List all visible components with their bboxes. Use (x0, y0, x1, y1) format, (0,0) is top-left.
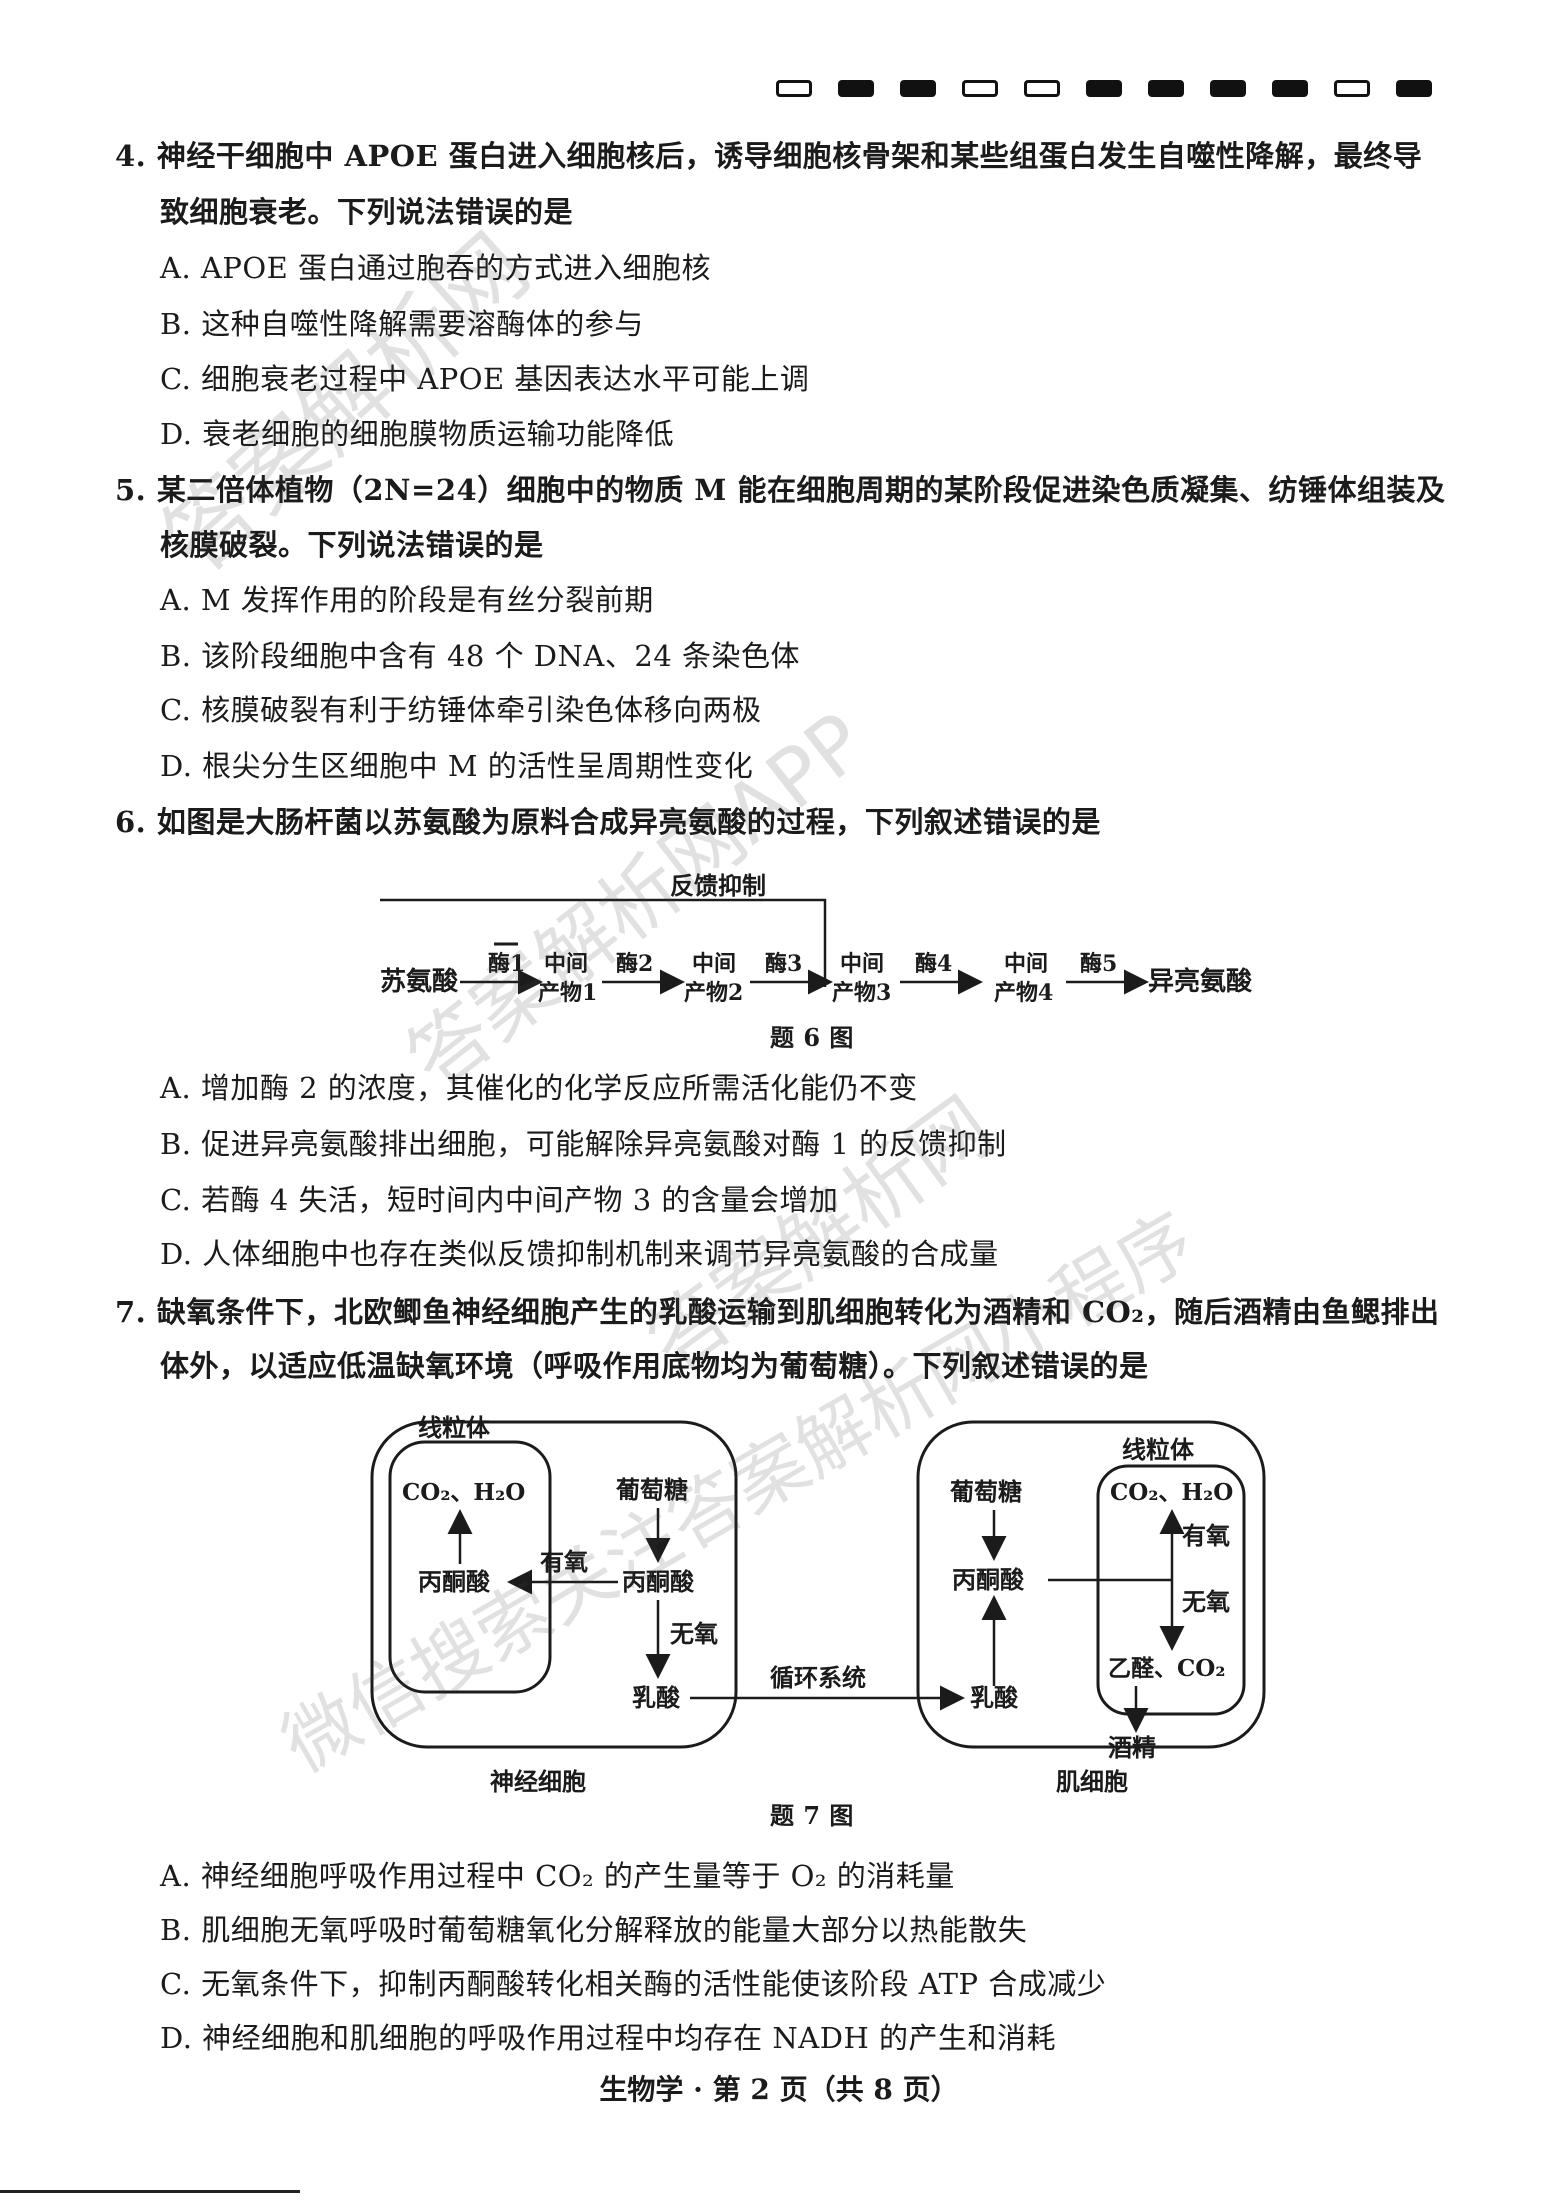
q6-option-c: C. 若酶 4 失活，短时间内中间产物 3 的含量会增加 (160, 1183, 839, 1217)
nerve-mitochondrion (388, 1440, 552, 1694)
q6-option-a: A. 增加酶 2 的浓度，其催化的化学反应所需活化能仍不变 (160, 1071, 918, 1105)
intermediate-3-bottom: 产物3 (832, 980, 891, 1006)
muscle-cell-label: 肌细胞 (1056, 1767, 1128, 1796)
q4-option-d: D. 衰老细胞的细胞膜物质运输功能降低 (160, 417, 675, 451)
muscle-mito-label: 线粒体 (1122, 1435, 1195, 1464)
enzyme-4: 酶4 (915, 951, 952, 977)
q7-option-c: C. 无氧条件下，抑制丙酮酸转化相关酶的活性能使该阶段 ATP 合成减少 (160, 1967, 1107, 2001)
header-mark (776, 80, 812, 97)
figure-6-caption: 题 6 图 (770, 1023, 854, 1052)
nerve-pyruvate-mito: 丙酮酸 (418, 1567, 491, 1596)
nerve-cell-outline (370, 1420, 738, 1749)
header-mark (838, 80, 874, 97)
header-mark (1210, 80, 1246, 97)
q4-option-b: B. 这种自噬性降解需要溶酶体的参与 (160, 307, 644, 341)
q6-option-b: B. 促进异亮氨酸排出细胞，可能解除异亮氨酸对酶 1 的反馈抑制 (160, 1127, 1007, 1161)
nerve-cell-label: 神经细胞 (490, 1767, 586, 1796)
q5-stem-line2: 核膜破裂。下列说法错误的是 (160, 528, 544, 562)
q6-stem: 6. 如图是大肠杆菌以苏氨酸为原料合成异亮氨酸的过程，下列叙述错误的是 (115, 805, 1101, 839)
muscle-products: CO₂、H₂O (1110, 1479, 1233, 1506)
muscle-aerobic-label: 有氧 (1182, 1521, 1230, 1550)
nerve-pyruvate: 丙酮酸 (622, 1567, 695, 1596)
muscle-glucose: 葡萄糖 (949, 1477, 1022, 1506)
figure-6: 反馈抑制 苏氨酸 酶1 中间 产物1 酶2 中间 产物2 酶3 中间 产物3 酶… (130, 862, 1020, 1062)
header-marks (776, 80, 1432, 97)
header-mark (1272, 80, 1308, 97)
header-mark (1148, 80, 1184, 97)
muscle-acetaldehyde: 乙醛、CO₂ (1108, 1655, 1225, 1682)
nerve-products: CO₂、H₂O (402, 1479, 525, 1506)
bottom-rule (0, 2190, 300, 2193)
start-threonine: 苏氨酸 (380, 966, 459, 997)
circulation-label: 循环系统 (770, 1663, 866, 1692)
q7-stem-line1: 7. 缺氧条件下，北欧鲫鱼神经细胞产生的乳酸运输到肌细胞转化为酒精和 CO₂，随… (115, 1295, 1440, 1329)
q4-stem-line1: 4. 神经干细胞中 APOE 蛋白进入细胞核后，诱导细胞核骨架和某些组蛋白发生自… (115, 139, 1423, 173)
intermediate-2-top: 中间 (692, 951, 736, 977)
nerve-glucose: 葡萄糖 (615, 1475, 688, 1504)
figure-7: 线粒体 CO₂、H₂O 丙酮酸 有氧 葡萄糖 丙酮酸 无氧 乳酸 神经细胞 循环… (360, 1410, 1280, 1830)
enzyme-3: 酶3 (765, 951, 802, 977)
muscle-pyruvate: 丙酮酸 (952, 1565, 1025, 1594)
header-mark (1086, 80, 1122, 97)
q5-option-d: D. 根尖分生区细胞中 M 的活性呈周期性变化 (160, 749, 754, 783)
q6-option-d: D. 人体细胞中也存在类似反馈抑制机制来调节异亮氨酸的合成量 (160, 1237, 999, 1271)
intermediate-4-bottom: 产物4 (994, 980, 1053, 1006)
q5-stem-line1: 5. 某二倍体植物（2N=24）细胞中的物质 M 能在细胞周期的某阶段促进染色质… (115, 473, 1446, 507)
watermark-3: 答案解析网 (630, 1079, 1009, 1390)
figure-6-right: 中间 产物4 酶5 异亮氨酸 (980, 862, 1400, 1062)
header-mark (1396, 80, 1432, 97)
end-isoleucine: 异亮氨酸 (1148, 966, 1253, 997)
muscle-ethanol: 酒精 (1108, 1733, 1156, 1762)
intermediate-3-top: 中间 (840, 951, 884, 977)
nerve-anaerobic-label: 无氧 (670, 1619, 718, 1648)
q5-option-b: B. 该阶段细胞中含有 48 个 DNA、24 条染色体 (160, 639, 800, 673)
nerve-mito-label: 线粒体 (418, 1413, 491, 1442)
header-mark (1334, 80, 1370, 97)
nerve-lactate: 乳酸 (632, 1683, 681, 1712)
q7-stem-line2: 体外，以适应低温缺氧环境（呼吸作用底物均为葡萄糖）。下列叙述错误的是 (160, 1349, 1149, 1383)
intermediate-1-bottom: 产物1 (538, 980, 597, 1006)
header-mark (962, 80, 998, 97)
q7-option-d: D. 神经细胞和肌细胞的呼吸作用过程中均存在 NADH 的产生和消耗 (160, 2021, 1056, 2055)
intermediate-1-top: 中间 (544, 951, 588, 977)
muscle-lactate: 乳酸 (970, 1683, 1019, 1712)
muscle-mitochondrion (1096, 1464, 1246, 1716)
nerve-aerobic-label: 有氧 (540, 1547, 588, 1576)
q7-option-b: B. 肌细胞无氧呼吸时葡萄糖氧化分解释放的能量大部分以热能散失 (160, 1913, 1028, 1947)
q4-option-c: C. 细胞衰老过程中 APOE 基因表达水平可能上调 (160, 362, 810, 396)
header-mark (900, 80, 936, 97)
figure-7-caption: 题 7 图 (770, 1801, 854, 1830)
q4-option-a: A. APOE 蛋白通过胞吞的方式进入细胞核 (160, 251, 711, 285)
q5-option-a: A. M 发挥作用的阶段是有丝分裂前期 (160, 583, 654, 617)
q5-option-c: C. 核膜破裂有利于纺锤体牵引染色体移向两极 (160, 693, 762, 727)
enzyme-2: 酶2 (616, 951, 653, 977)
muscle-cell-outline (916, 1420, 1266, 1749)
q4-stem-line2: 致细胞衰老。下列说法错误的是 (160, 195, 574, 229)
header-mark (1024, 80, 1060, 97)
muscle-anaerobic-label: 无氧 (1182, 1587, 1230, 1616)
feedback-label: 反馈抑制 (670, 871, 766, 900)
intermediate-4-top: 中间 (1004, 951, 1048, 977)
enzyme-1: 酶1 (488, 951, 525, 977)
page-footer: 生物学 · 第 2 页（共 8 页） (599, 2073, 959, 2106)
enzyme-5: 酶5 (1080, 951, 1117, 977)
q7-option-a: A. 神经细胞呼吸作用过程中 CO₂ 的产生量等于 O₂ 的消耗量 (160, 1859, 955, 1893)
intermediate-2-bottom: 产物2 (684, 980, 743, 1006)
